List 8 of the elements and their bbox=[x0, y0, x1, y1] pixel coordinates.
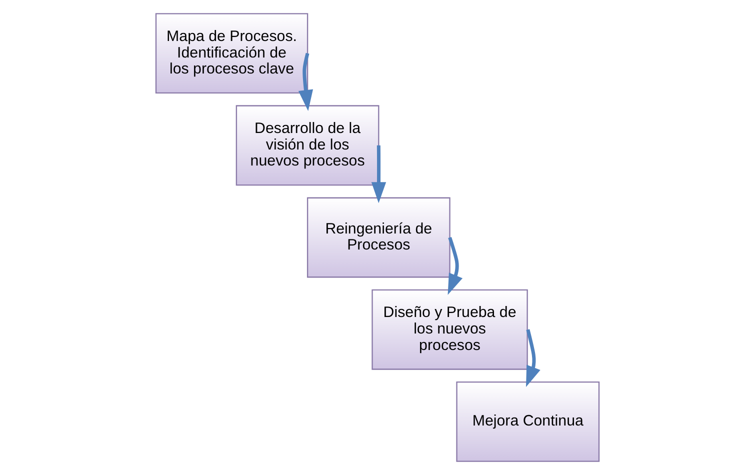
node-box: Desarrollo de la visión de los nuevos procesos bbox=[236, 104, 380, 186]
arrow bbox=[371, 144, 386, 203]
node-box: Reingeniería de Procesos bbox=[306, 196, 450, 278]
node-box: Mejora Continua bbox=[456, 380, 600, 462]
node-box: Diseño y Prueba de los nuevos procesos bbox=[372, 288, 528, 370]
arrow bbox=[526, 328, 540, 386]
arrow bbox=[298, 52, 314, 111]
arrow bbox=[448, 236, 463, 294]
